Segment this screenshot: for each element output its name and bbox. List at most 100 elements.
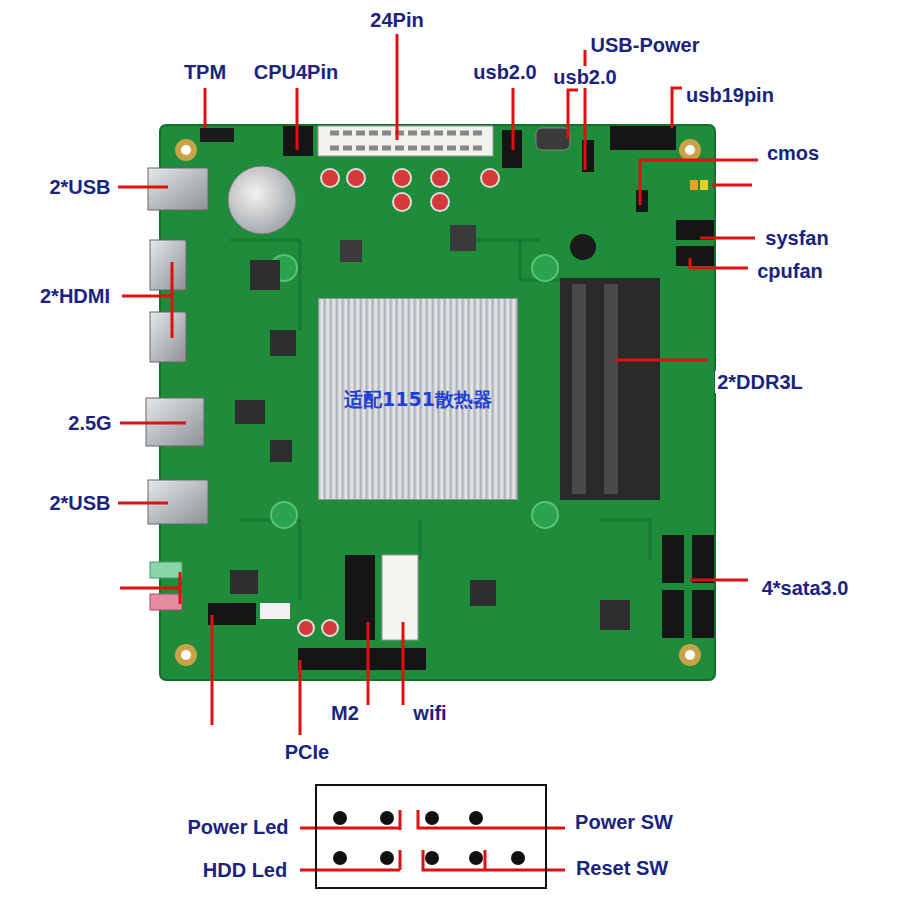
- leader-line: [712, 184, 752, 187]
- ddr3l-slot: [560, 278, 660, 500]
- part-label: 4*sata3.0: [760, 577, 851, 599]
- sata-connector: [662, 535, 684, 583]
- part-label: 2*DDR3L: [715, 371, 805, 393]
- part-label: 2*USB: [47, 176, 112, 198]
- capacitor: [347, 169, 365, 187]
- connector-pins: [330, 133, 482, 148]
- chip: [470, 580, 496, 606]
- part-label: USB-Power: [589, 34, 702, 56]
- part-label: 2*USB: [47, 492, 112, 514]
- pin-dot: [333, 851, 347, 865]
- pin-dot: [511, 851, 525, 865]
- leader-line: [396, 34, 399, 140]
- leader-line: [615, 359, 708, 362]
- fan-pin: [690, 180, 698, 190]
- m2-slot: [345, 555, 375, 640]
- capacitor: [321, 169, 339, 187]
- leader-line: [367, 622, 370, 705]
- part-label: wifi: [411, 702, 448, 724]
- pcb-board: [160, 125, 715, 680]
- chip: [250, 260, 280, 290]
- mounting-hole: [685, 145, 695, 155]
- mounting-hole: [181, 145, 191, 155]
- part-label: cmos: [765, 142, 821, 164]
- leader-line: [120, 572, 180, 604]
- part-label: Power SW: [573, 811, 675, 833]
- pcie-slot: [298, 648, 426, 670]
- part-label: sysfan: [763, 227, 830, 249]
- sata-connector: [692, 590, 714, 638]
- part-label: 2*HDMI: [38, 285, 112, 307]
- part-label: Power Led: [185, 816, 290, 838]
- leader-line: [690, 258, 748, 268]
- part-label: Reset SW: [574, 857, 670, 879]
- atx-24pin-connector: [318, 126, 493, 156]
- leader-line: [418, 810, 565, 828]
- pin-dot: [380, 851, 394, 865]
- chip: [270, 330, 296, 356]
- heatsink: 适配1151散热器: [318, 298, 518, 500]
- capacitor: [431, 169, 449, 187]
- mounting-hole: [679, 139, 701, 161]
- part-label: HDD Led: [201, 859, 289, 881]
- leader-line: [118, 186, 168, 189]
- inductor: [340, 240, 362, 262]
- small-connector: [260, 603, 290, 619]
- capacitor: [393, 169, 411, 187]
- leader-line: [296, 88, 299, 150]
- tpm-header: [200, 128, 234, 142]
- capacitor: [481, 169, 499, 187]
- hdmi-port: [150, 240, 186, 290]
- usb-port: [148, 168, 208, 210]
- leader-line: [122, 262, 172, 338]
- pin-dot: [469, 811, 483, 825]
- leader-line: [672, 88, 682, 128]
- leader-line: [120, 422, 186, 425]
- pin-dot: [333, 811, 347, 825]
- part-label: PCIe: [283, 741, 331, 763]
- pin-dot: [380, 811, 394, 825]
- mounting-hole: [181, 650, 191, 660]
- pin-dots: [333, 811, 525, 865]
- leader-line: [423, 850, 565, 870]
- mounting-hole: [175, 644, 197, 666]
- leader-line: [690, 579, 748, 582]
- capacitor: [431, 193, 449, 211]
- part-label: usb2.0: [471, 61, 538, 83]
- leader-line: [640, 160, 758, 205]
- part-label: TPM: [182, 61, 228, 83]
- cmos-jumper: [636, 190, 648, 212]
- leader-line: [700, 237, 755, 240]
- leader-line: [204, 88, 207, 128]
- leader-lines: [118, 34, 758, 870]
- hdmi-port: [150, 312, 186, 362]
- wifi-card: [382, 555, 418, 640]
- pin-dot: [425, 851, 439, 865]
- pin-dot: [469, 851, 483, 865]
- usb3-header: [610, 126, 676, 150]
- part-label: usb2.0: [551, 66, 618, 88]
- front-panel-header: [208, 603, 256, 625]
- pin-header-box: [316, 785, 546, 888]
- node-text: 适配1151散热器: [344, 388, 492, 411]
- leader-line: [299, 660, 302, 735]
- audio-jack: [150, 562, 182, 578]
- heatsink-hole: [271, 502, 297, 528]
- chip: [230, 570, 258, 594]
- capacitor: [322, 620, 338, 636]
- ddr3l-slot: [572, 284, 586, 494]
- mounting-hole: [685, 650, 695, 660]
- cmos-battery: [228, 166, 296, 234]
- sata-connector: [662, 590, 684, 638]
- heatsink-hole: [532, 255, 558, 281]
- part-label: 24Pin: [368, 9, 425, 31]
- leader-line: [211, 615, 214, 725]
- mounting-hole: [679, 644, 701, 666]
- capacitor: [393, 193, 411, 211]
- ddr3l-slot: [604, 284, 618, 494]
- capacitor: [298, 620, 314, 636]
- pin-dot: [425, 811, 439, 825]
- buzzer: [570, 234, 596, 260]
- chip: [270, 440, 292, 462]
